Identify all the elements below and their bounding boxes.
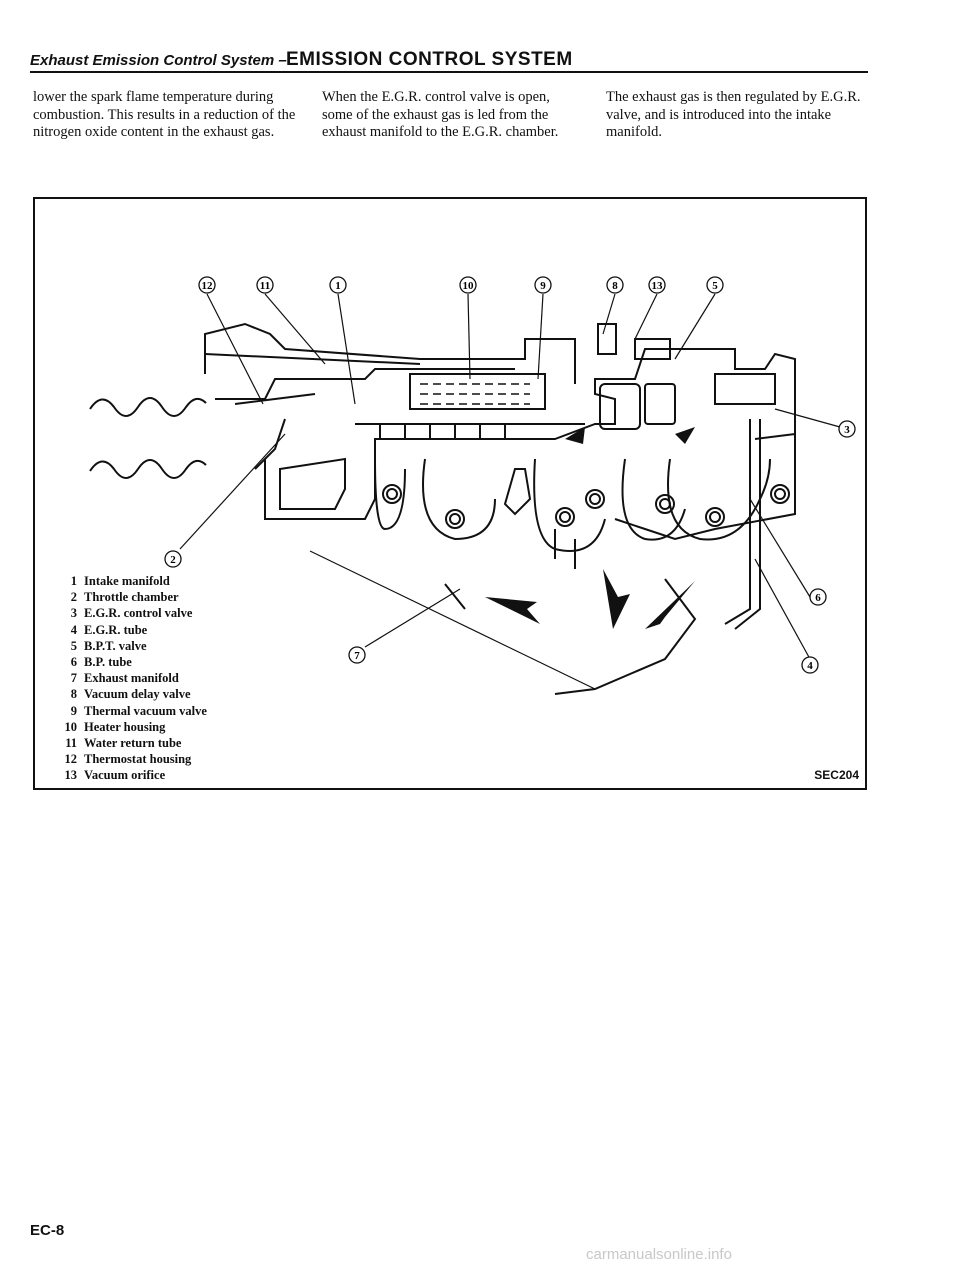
watermark: carmanualsonline.info xyxy=(586,1246,732,1263)
callout-12: 12 xyxy=(198,276,216,294)
callout-2: 2 xyxy=(164,550,182,568)
legend-item: 7 Exhaust manifold xyxy=(47,670,207,686)
legend-item: 4 E.G.R. tube xyxy=(47,622,207,638)
svg-text:12: 12 xyxy=(202,280,214,292)
legend-number: 12 xyxy=(64,752,78,767)
callout-9: 9 xyxy=(534,276,552,294)
callout-8: 8 xyxy=(606,276,624,294)
legend-label: Thermostat housing xyxy=(84,752,192,767)
legend-label: Vacuum orifice xyxy=(84,768,166,783)
callout-10: 10 xyxy=(459,276,477,294)
figure-code: SEC204 xyxy=(814,768,859,782)
svg-text:3: 3 xyxy=(844,424,850,436)
legend-number: 8 xyxy=(70,687,77,702)
legend-item: 1 Intake manifold xyxy=(47,573,207,589)
legend-label: Vacuum delay valve xyxy=(84,687,191,702)
text-column-1: lower the spark flame temperature during… xyxy=(33,89,303,142)
legend-number: 2 xyxy=(70,590,77,605)
legend-label: Exhaust manifold xyxy=(84,671,179,686)
legend-label: Water return tube xyxy=(84,736,182,751)
legend-number: 4 xyxy=(70,622,77,637)
legend-number: 11 xyxy=(65,736,77,751)
callout-4: 4 xyxy=(801,656,819,674)
legend-number: 13 xyxy=(64,768,78,783)
paragraph: The exhaust gas is then regulated by E.G… xyxy=(606,89,861,140)
callout-13: 13 xyxy=(648,276,666,294)
callout-3: 3 xyxy=(838,420,856,438)
flow-arrows xyxy=(485,427,695,629)
legend-number: 1 xyxy=(70,574,77,588)
svg-text:5: 5 xyxy=(712,280,718,292)
legend-item: 6 B.P. tube xyxy=(47,654,207,670)
legend-number: 3 xyxy=(70,606,77,621)
callout-11: 11 xyxy=(256,276,274,294)
legend-label: Intake manifold xyxy=(84,574,170,588)
svg-text:7: 7 xyxy=(354,650,360,662)
legend-number: 7 xyxy=(70,671,77,686)
text-column-3: The exhaust gas is then regulated by E.G… xyxy=(606,89,868,142)
legend-label: B.P. tube xyxy=(84,655,132,670)
paragraph: When the E.G.R. control valve is open, s… xyxy=(322,89,559,140)
header-rule xyxy=(30,71,868,73)
svg-text:11: 11 xyxy=(260,280,270,292)
callout-7: 7 xyxy=(348,646,366,664)
legend-item: 13 Vacuum orifice xyxy=(47,767,207,783)
paragraph: lower the spark flame temperature during… xyxy=(33,89,296,140)
svg-text:8: 8 xyxy=(612,280,618,292)
svg-text:10: 10 xyxy=(463,280,475,292)
svg-text:2: 2 xyxy=(170,554,176,566)
legend-label: Heater housing xyxy=(84,719,166,734)
legend-number: 6 xyxy=(70,655,77,670)
callout-5: 5 xyxy=(706,276,724,294)
legend-item: 3 E.G.R. control valve xyxy=(47,605,207,621)
legend-number: 5 xyxy=(70,638,77,653)
legend-item: 9 Thermal vacuum valve xyxy=(47,703,207,719)
leader-lines xyxy=(179,293,841,690)
part-callouts: 12 11 1 10 9 8 13 5 3 2 6 7 4 xyxy=(164,276,856,674)
diagram-lines xyxy=(89,322,796,695)
legend-item: 10 Heater housing xyxy=(47,719,207,735)
legend-label: B.P.T. valve xyxy=(84,638,147,653)
legend-item: 2 Throttle chamber xyxy=(47,589,207,605)
page-header: Exhaust Emission Control System – EMISSI… xyxy=(30,49,868,70)
legend-number: 10 xyxy=(64,719,78,734)
legend-label: E.G.R. tube xyxy=(84,622,148,637)
callout-1: 1 xyxy=(329,276,347,294)
legend-label: Thermal vacuum valve xyxy=(84,703,207,718)
callout-6: 6 xyxy=(809,588,827,606)
svg-text:13: 13 xyxy=(652,280,664,292)
svg-text:6: 6 xyxy=(815,592,821,604)
section-name: Exhaust Emission Control System – xyxy=(30,52,287,69)
svg-text:9: 9 xyxy=(540,280,546,292)
legend-label: Throttle chamber xyxy=(84,590,179,605)
legend-item: 8 Vacuum delay valve xyxy=(47,686,207,702)
text-column-2: When the E.G.R. control valve is open, s… xyxy=(322,89,584,142)
svg-text:1: 1 xyxy=(335,280,341,292)
engine-diagram: 12 11 1 10 9 8 13 5 3 2 6 7 4 xyxy=(89,276,856,695)
svg-text:4: 4 xyxy=(807,660,813,672)
page-title: EMISSION CONTROL SYSTEM xyxy=(286,49,573,70)
page-number: EC-8 xyxy=(30,1222,65,1239)
legend-item: 11 Water return tube xyxy=(47,735,207,751)
legend-number: 9 xyxy=(70,703,77,718)
legend-item: 12 Thermostat housing xyxy=(47,751,207,767)
legend-label: E.G.R. control valve xyxy=(84,606,193,621)
legend-item: 5 B.P.T. valve xyxy=(47,638,207,654)
